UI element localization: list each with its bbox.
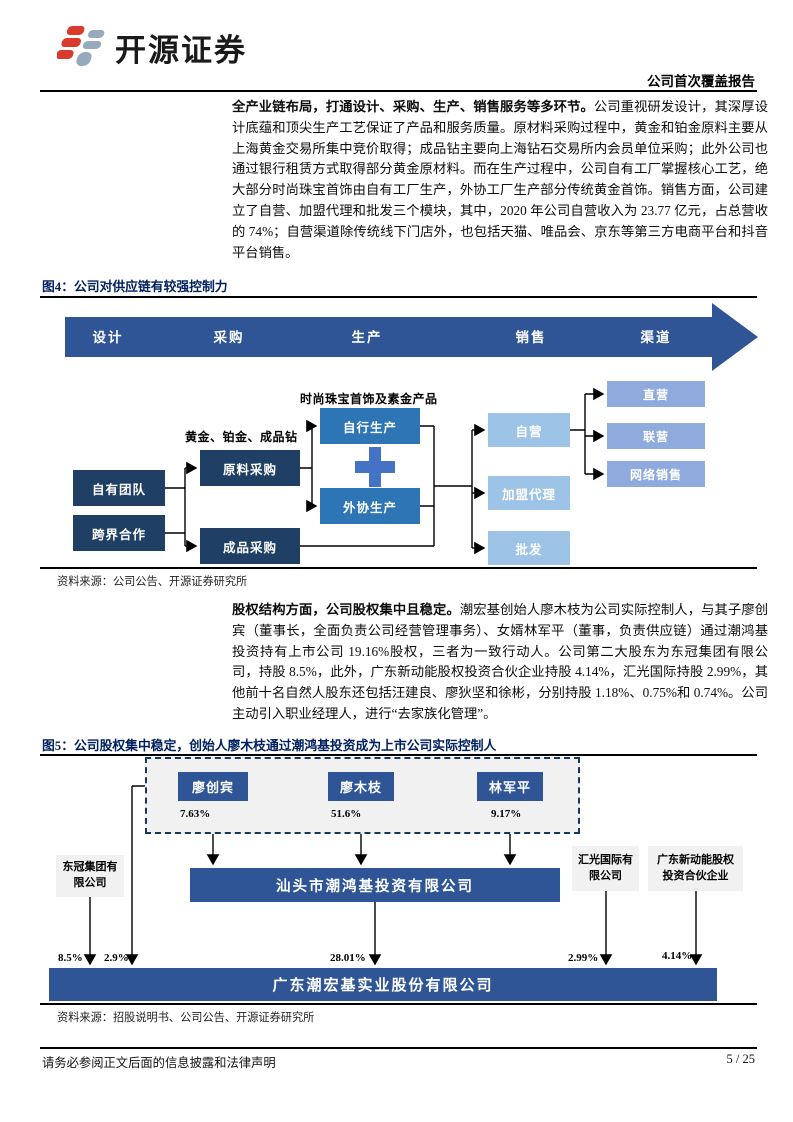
label-raw-materials: 黄金、铂金、成品钻 — [185, 430, 298, 444]
brand-logo-icon — [57, 26, 105, 66]
box-self-operated: 自营 — [488, 413, 570, 447]
box-raw-procurement: 原料采购 — [200, 450, 300, 486]
box-cross-cooperation: 跨界合作 — [73, 515, 165, 551]
box-founder-liaomuzhi: 廖木枝 — [328, 772, 394, 801]
pct-liaochuangbin: 7.63% — [180, 808, 211, 820]
box-holding-company: 汕头市潮鸿基投资有限公司 — [190, 868, 560, 902]
box-huiguang-intl: 汇光国际有限公司 — [572, 846, 639, 891]
box-online-sales: 网络销售 — [607, 461, 705, 487]
footer-page-number: 5 / 25 — [726, 1052, 755, 1066]
box-gd-new-energy: 广东新动能股权投资合伙企业 — [648, 846, 743, 891]
figure5-title-rule — [40, 754, 757, 756]
footer-rule — [40, 1047, 757, 1049]
pct-direct: 2.9% — [104, 952, 129, 964]
brand-name: 开源证券 — [115, 32, 247, 68]
box-founder-liaochuangbin: 廖创宾 — [178, 772, 248, 801]
pct-huiguang: 2.99% — [568, 952, 599, 964]
box-listed-company: 广东潮宏基实业股份有限公司 — [49, 968, 717, 1001]
figure4-title-rule — [40, 296, 757, 298]
pct-newenergy: 4.14% — [662, 950, 693, 962]
stage-design: 设计 — [92, 330, 124, 345]
header-rule — [40, 90, 757, 92]
paragraph-supply-chain: 全产业链布局，打通设计、采购、生产、销售服务等多环节。公司重视研发设计，其深厚设… — [232, 97, 768, 263]
box-dongguan-group: 东冠集团有限公司 — [56, 855, 124, 897]
figure4-title: 图4：公司对供应链有较强控制力 — [42, 280, 228, 294]
stage-production: 生产 — [351, 330, 383, 345]
paragraph-supply-chain-lead: 全产业链布局，打通设计、采购、生产、销售服务等多环节。 — [232, 99, 594, 114]
report-type-label: 公司首次覆盖报告 — [647, 74, 755, 89]
pct-linjunping: 9.17% — [491, 808, 522, 820]
label-jewelry-products: 时尚珠宝首饰及素金产品 — [300, 392, 438, 406]
pct-holding: 28.01% — [330, 952, 366, 964]
paragraph-equity-structure: 股权结构方面，公司股权集中且稳定。潮宏基创始人廖木枝为公司实际控制人，与其子廖创… — [232, 600, 768, 725]
figure5-source: 资料来源：招股说明书、公司公告、开源证券研究所 — [57, 1012, 315, 1024]
box-franchise: 加盟代理 — [488, 476, 570, 510]
stage-procurement: 采购 — [213, 330, 245, 345]
stage-channel: 渠道 — [640, 330, 672, 345]
pct-dongguan: 8.5% — [58, 952, 83, 964]
pct-liaomuzhi: 51.6% — [331, 808, 362, 820]
box-finished-procurement: 成品采购 — [200, 528, 300, 564]
paragraph-equity-body: 潮宏基创始人廖木枝为公司实际控制人，与其子廖创宾（董事长，全面负责公司经营管理事… — [232, 602, 769, 721]
figure4-bottom-rule — [40, 567, 757, 569]
stage-sales: 销售 — [515, 330, 547, 345]
figure5-bottom-rule — [40, 1003, 757, 1005]
box-self-production: 自行生产 — [320, 408, 420, 444]
footer-disclaimer: 请务必参阅正文后面的信息披露和法律声明 — [42, 1056, 276, 1070]
box-joint-store: 联营 — [607, 423, 705, 449]
figure5-title: 图5：公司股权集中稳定，创始人廖木枝通过潮鸿基投资成为上市公司实际控制人 — [42, 739, 497, 753]
box-founder-linjunping: 林军平 — [477, 772, 543, 801]
box-outsourced-production: 外协生产 — [320, 488, 420, 524]
box-direct-store: 直营 — [607, 381, 705, 407]
plus-icon — [355, 447, 395, 487]
figure4-source: 资料来源：公司公告、开源证券研究所 — [57, 576, 248, 588]
brand: 开源证券 — [57, 24, 247, 70]
paragraph-supply-chain-body: 公司重视研发设计，其深厚设计底蕴和顶尖生产工艺保证了产品和服务质量。原材料采购过… — [232, 99, 769, 260]
paragraph-equity-lead: 股权结构方面，公司股权集中且稳定。 — [232, 602, 460, 617]
box-own-team: 自有团队 — [73, 470, 165, 506]
box-wholesale: 批发 — [488, 531, 570, 565]
